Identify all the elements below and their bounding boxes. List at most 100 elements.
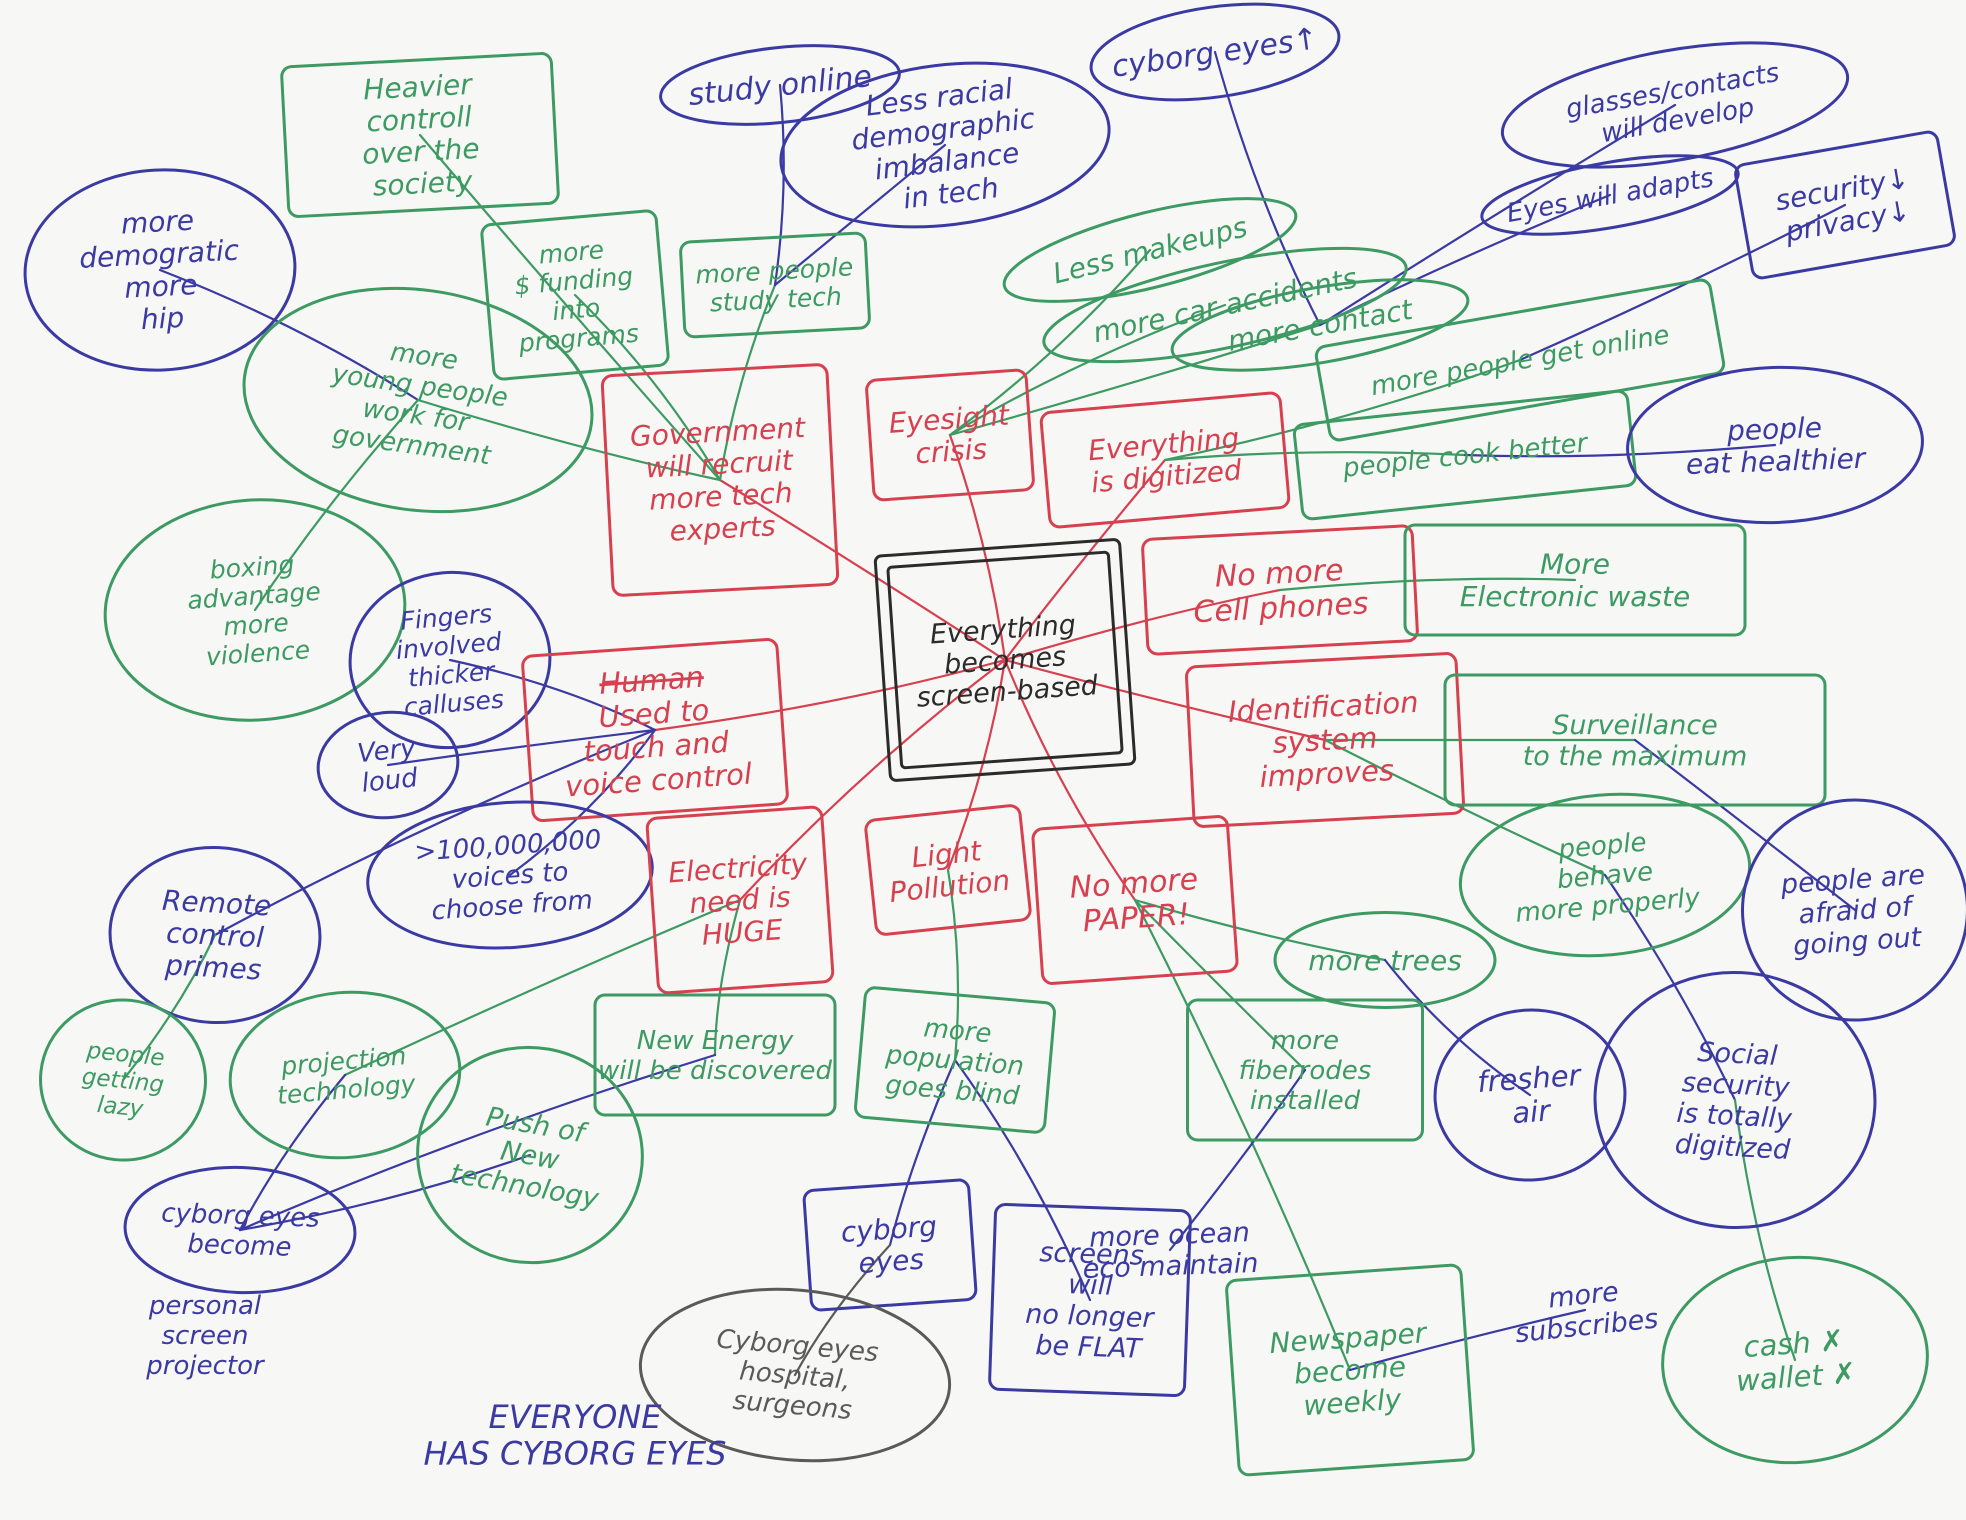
connector-more-trees-fresher-air xyxy=(1383,958,1532,1097)
node-personal-projector-text-1: screen xyxy=(161,1321,248,1351)
node-fiberrodes-text-2: installed xyxy=(1250,1086,1361,1116)
node-subscribes-text-0: more xyxy=(1547,1276,1620,1314)
node-e-waste-text-1: Electronic waste xyxy=(1460,580,1690,613)
node-fiberrodes-text-0: more xyxy=(1271,1026,1339,1056)
node-surveillance-shape xyxy=(1443,673,1827,807)
node-social-security-text-2: is totally xyxy=(1676,1098,1794,1135)
node-no-paper-text-1: PAPER! xyxy=(1082,897,1191,939)
node-eyes-adapts-text-0: Eyes will adapts xyxy=(1504,163,1715,229)
node-everyone-cyborg-text-0: EVERYONE xyxy=(489,1398,663,1436)
node-fingers-shape xyxy=(348,570,552,750)
node-eyesight-text-1: crisis xyxy=(914,432,988,470)
node-not-flat-shape xyxy=(988,1202,1192,1398)
node-personal-projector-text-0: personal xyxy=(148,1291,262,1321)
connector-behave-social-security xyxy=(1603,873,1737,1102)
node-touch-voice-text-1: Used to xyxy=(597,693,710,735)
node-government-text-1: will recruit xyxy=(645,444,795,485)
node-less-makeups-shape xyxy=(1002,197,1298,303)
connector-young-people-boxing xyxy=(253,398,420,612)
node-more-funding-text-2: into xyxy=(551,293,601,326)
connector-center-electricity xyxy=(738,658,1007,902)
node-remote-text-0: Remote xyxy=(161,884,272,923)
node-fresher-air-text-1: air xyxy=(1511,1093,1553,1130)
node-ocean-text-0: more ocean xyxy=(1089,1217,1251,1254)
connector-touch-voice-fingers xyxy=(448,658,657,732)
connector-new-energy-cyborg-projector xyxy=(238,1053,717,1232)
node-newspaper-shape xyxy=(1225,1263,1475,1477)
node-more-democratic-text-3: hip xyxy=(140,301,185,336)
node-electricity-text-1: need is xyxy=(688,880,791,920)
node-cyborg-eyes-up-text-0: cyborg eyes↑ xyxy=(1110,21,1321,85)
node-light-pollution-text-1: Pollution xyxy=(888,864,1012,909)
node-eyes-adapts-shape xyxy=(1480,154,1740,236)
connector-more-people-study-study-online xyxy=(773,83,785,287)
node-more-funding-text-0: more xyxy=(537,235,605,270)
node-hospital-shape xyxy=(638,1287,952,1463)
connector-center-identification xyxy=(1003,658,1327,742)
connector-digitized-cook-better xyxy=(1163,451,1467,462)
connector-goes-blind-not-flat xyxy=(953,1058,1092,1302)
node-touch-voice-shape xyxy=(521,637,789,823)
connector-touch-voice-remote xyxy=(213,728,657,937)
connector-more-contact-glasses-contacts xyxy=(1318,103,1677,327)
node-more-democratic-text-2: more xyxy=(123,268,198,305)
connector-government-more-funding xyxy=(573,293,722,482)
node-social-security-shape xyxy=(1593,970,1877,1230)
node-fresher-air-shape xyxy=(1433,1008,1627,1182)
connector-eyesight-more-contact xyxy=(948,323,1322,437)
node-social-security-text-1: security xyxy=(1681,1067,1791,1104)
node-heavier-control-text-3: society xyxy=(372,164,474,202)
node-boxing-text-0: boxing xyxy=(209,550,295,585)
node-more-people-online-shape xyxy=(1314,278,1726,442)
node-goes-blind-shape xyxy=(854,986,1056,1134)
node-security-privacy-label: security↓privacy↓ xyxy=(1773,161,1913,248)
node-push-tech-shape xyxy=(416,1045,644,1265)
node-cyborg-projector-text-0: cyborg eyes xyxy=(161,1198,320,1234)
connector-government-heavier-control xyxy=(418,133,722,482)
connector-digitized-more-people-online xyxy=(1163,358,1522,462)
node-cyborg-projector-shape xyxy=(123,1165,357,1295)
connector-young-people-more-democratic xyxy=(158,268,420,402)
node-cook-better-shape xyxy=(1292,389,1638,521)
node-no-cellphones-text-0: No more xyxy=(1214,553,1344,595)
node-more-democratic-text-1: demogratic xyxy=(78,234,240,275)
connector-center-government xyxy=(718,478,1007,662)
node-social-security-text-3: digitized xyxy=(1674,1129,1792,1166)
node-e-waste-shape xyxy=(1403,523,1747,637)
connector-projection-cyborg-projector xyxy=(238,1073,347,1232)
node-glasses-contacts-shape xyxy=(1500,41,1850,169)
node-security-privacy-shape xyxy=(1734,130,1956,280)
node-cyborg-eyes-up-shape xyxy=(1089,2,1341,102)
connector-newspaper-subscribes xyxy=(1348,1308,1587,1372)
node-less-makeups-label: Less makeups xyxy=(1050,210,1251,290)
node-more-people-study-text-1: study tech xyxy=(709,282,842,318)
node-more-car-accidents-shape xyxy=(1042,246,1408,364)
connector-government-more-people-study xyxy=(718,283,777,482)
node-heavier-control-text-2: over the xyxy=(361,132,480,171)
node-subscribes-text-1: subscribes xyxy=(1514,1303,1660,1349)
node-light-pollution-shape xyxy=(864,804,1032,936)
node-electricity-text-2: HUGE xyxy=(701,913,784,952)
node-projection-shape xyxy=(228,990,462,1160)
connector-identification-behave xyxy=(1323,738,1607,877)
node-center-shape xyxy=(873,538,1137,782)
